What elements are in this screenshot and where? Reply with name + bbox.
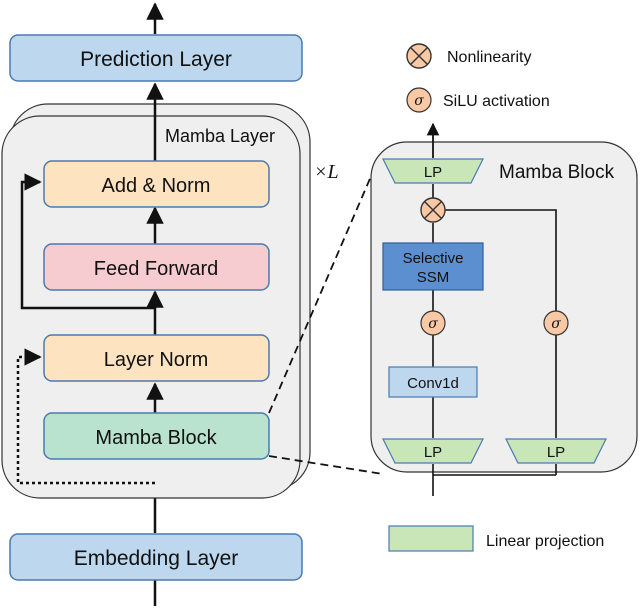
conv1d-label: Conv1d	[407, 375, 459, 392]
legend-linear-projection-swatch	[388, 525, 474, 552]
sigma-right-label: σ	[551, 316, 561, 332]
mamba-block-box	[43, 412, 270, 460]
sigma-right-icon	[543, 310, 569, 336]
zoom-connector-bottom	[268, 455, 384, 475]
mamba-layer-title: Mamba Layer	[165, 126, 275, 146]
lp-bottom-left-label: LP	[424, 444, 442, 461]
prediction-layer-box	[9, 34, 303, 82]
repeat-label: ×L	[314, 161, 339, 183]
conv1d-box	[388, 366, 478, 398]
add-norm-label: Add & Norm	[102, 175, 211, 197]
legend-silu-label: SiLU activation	[443, 93, 550, 110]
mamba-block-label: Mamba Block	[95, 427, 217, 449]
residual-connection	[20, 173, 155, 310]
prediction-layer-label: Prediction Layer	[80, 48, 232, 71]
lp-top-shape	[382, 158, 484, 184]
lp-bottom-left-shape	[382, 438, 484, 464]
layer-norm-box	[43, 334, 270, 382]
mamba-block-detail-title: Mamba Block	[499, 162, 615, 183]
legend-nonlinearity-label: Nonlinearity	[447, 49, 531, 66]
multiply-icon	[420, 197, 446, 223]
embedding-layer-box	[9, 533, 303, 581]
dotted-residual-connection	[16, 348, 155, 485]
legend-nonlinearity-icon	[406, 43, 432, 69]
embedding-layer-label: Embedding Layer	[74, 547, 239, 570]
lp-bottom-right-label: LP	[547, 444, 565, 461]
feed-forward-box	[43, 243, 270, 291]
sigma-left-label: σ	[428, 316, 438, 332]
legend-silu-icon	[406, 87, 432, 113]
mamba-block-detail-panel	[370, 141, 638, 473]
add-norm-box	[43, 160, 270, 208]
selective-ssm-label-line2: SSM	[417, 269, 450, 286]
selective-ssm-box	[382, 242, 484, 291]
selective-ssm-label-line1: Selective	[403, 250, 464, 267]
feed-forward-label: Feed Forward	[94, 258, 219, 280]
legend-silu-symbol: σ	[414, 93, 424, 109]
zoom-connector-top	[268, 173, 373, 414]
legend-linear-projection-label: Linear projection	[486, 533, 604, 550]
sigma-left-icon	[420, 310, 446, 336]
layer-norm-label: Layer Norm	[104, 349, 208, 371]
lp-bottom-right-shape	[505, 438, 607, 464]
lp-top-label: LP	[424, 164, 442, 181]
detail-right-branch	[445, 209, 557, 311]
